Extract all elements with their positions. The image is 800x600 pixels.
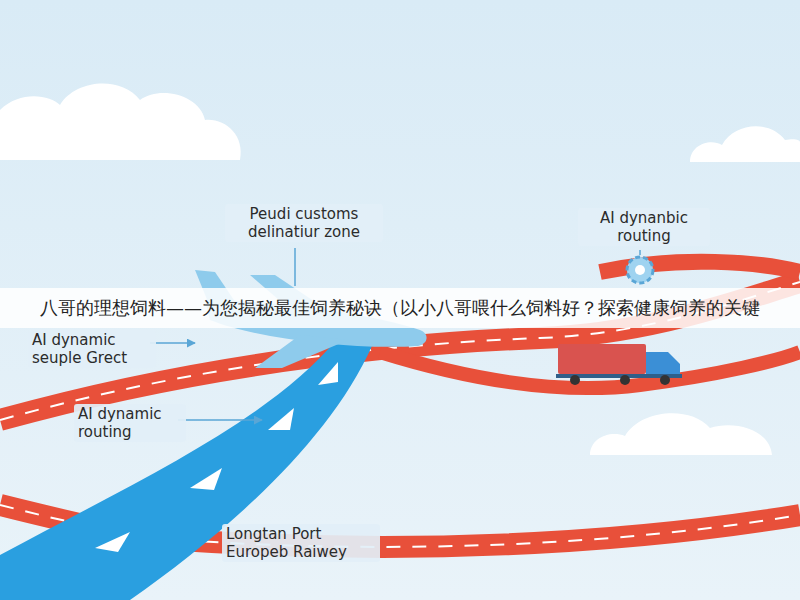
- routing-label: AI dynanbic routing: [578, 208, 710, 246]
- red-road: [0, 282, 800, 420]
- banner-strip: [0, 288, 800, 328]
- truck-cab: [646, 352, 680, 376]
- arrow-mark: [318, 362, 338, 385]
- truck-wheel: [570, 375, 580, 385]
- gear: [627, 257, 653, 283]
- port-label: Longtan Port Europeb Raiwey: [222, 524, 380, 562]
- cloud: [690, 126, 800, 162]
- truck-container: [558, 344, 646, 374]
- airplane-wing: [255, 335, 348, 368]
- truck-wheel: [620, 375, 630, 385]
- truck-wheel: [660, 375, 670, 385]
- truck: [556, 344, 682, 385]
- dynamic-label: AI dynamic seuple Grect: [28, 330, 156, 368]
- arrow-mark: [95, 532, 130, 552]
- routing-label: AI dynamic routing: [74, 404, 186, 442]
- arrow-mark: [190, 468, 222, 490]
- leader-line: [294, 248, 296, 286]
- clouds: [0, 84, 800, 455]
- gear-hub: [635, 265, 645, 275]
- leader-line: [150, 342, 195, 344]
- zone-label: Peudi customs delinatiur zone: [225, 204, 383, 242]
- leader-lines: [150, 248, 640, 420]
- arrow-mark: [268, 408, 294, 430]
- leader-line: [178, 419, 262, 421]
- road-marking: [0, 282, 800, 420]
- cloud: [590, 413, 772, 455]
- cloud: [0, 84, 241, 160]
- gear-icon: [627, 257, 653, 283]
- leader-line: [639, 250, 641, 255]
- banner-title: 八哥的理想饲料——为您揭秘最佳饲养秘诀（以小八哥喂什么饲料好？探索健康饲养的关键: [40, 297, 760, 319]
